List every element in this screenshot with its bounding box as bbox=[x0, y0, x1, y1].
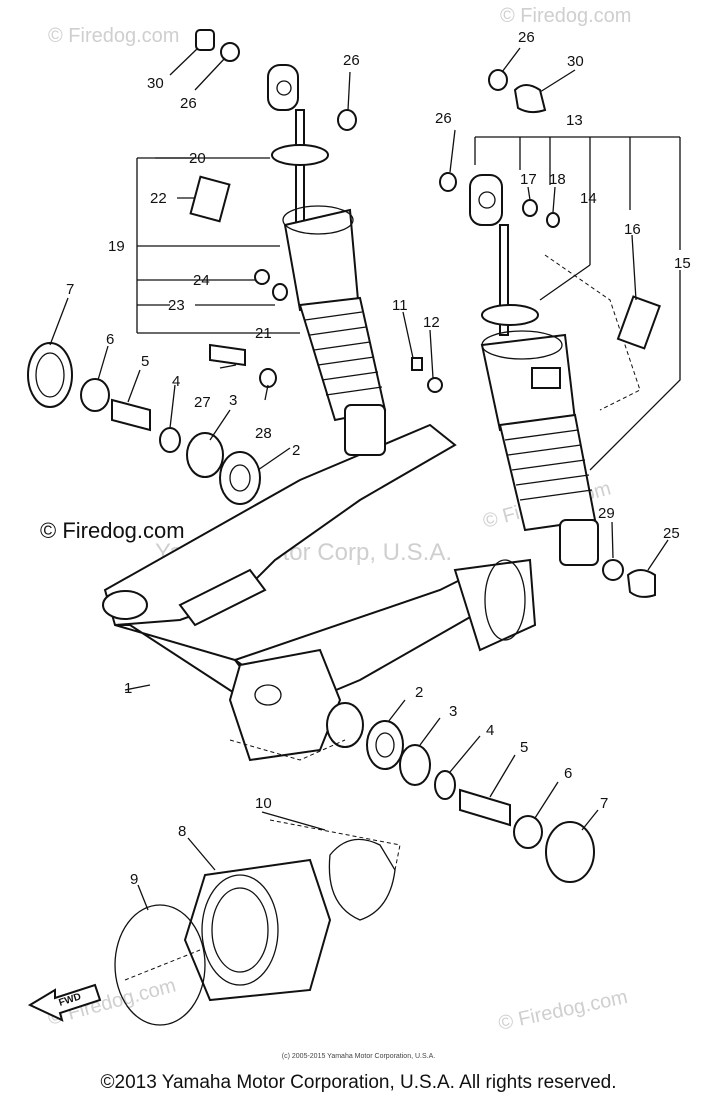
right-shock-absorber bbox=[469, 174, 641, 566]
callout-1: 1 bbox=[124, 680, 132, 697]
callout-4: 4 bbox=[486, 722, 494, 739]
leader-lines bbox=[49, 47, 669, 911]
callout-6: 6 bbox=[564, 765, 572, 782]
callout-13: 13 bbox=[566, 112, 583, 129]
watermark-top-left: © Firedog.com bbox=[48, 25, 179, 47]
callout-28: 28 bbox=[255, 425, 272, 442]
callouts: 30 26 26 20 22 19 24 23 21 7 6 5 4 3 2 2… bbox=[66, 29, 691, 888]
swing-arm bbox=[102, 423, 537, 762]
fwd-arrow: FWD bbox=[27, 983, 102, 1022]
callout-2: 2 bbox=[292, 442, 300, 459]
callout-24: 24 bbox=[193, 272, 210, 289]
footer-copyright: ©2013 Yamaha Motor Corporation, U.S.A. A… bbox=[100, 1072, 617, 1093]
callout-15: 15 bbox=[674, 255, 691, 272]
callout-26: 26 bbox=[343, 52, 360, 69]
callout-25: 25 bbox=[663, 525, 680, 542]
drive-housing bbox=[114, 819, 401, 1026]
callout-19: 19 bbox=[108, 238, 125, 255]
callout-26: 26 bbox=[180, 95, 197, 112]
callout-26: 26 bbox=[435, 110, 452, 127]
watermark-bottom-right: © Firedog.com bbox=[496, 986, 629, 1035]
callout-5: 5 bbox=[520, 739, 528, 756]
callout-6: 6 bbox=[106, 331, 114, 348]
callout-16: 16 bbox=[624, 221, 641, 238]
right-axle-parts bbox=[366, 720, 595, 883]
callout-21: 21 bbox=[255, 325, 272, 342]
callout-10: 10 bbox=[255, 795, 272, 812]
left-shock-absorber bbox=[267, 64, 387, 456]
callout-18: 18 bbox=[549, 171, 566, 188]
callout-20: 20 bbox=[189, 150, 206, 167]
callout-27: 27 bbox=[194, 394, 211, 411]
callout-22: 22 bbox=[150, 190, 167, 207]
callout-17: 17 bbox=[520, 171, 537, 188]
callout-12: 12 bbox=[423, 314, 440, 331]
callout-30: 30 bbox=[147, 75, 164, 92]
footer-small-copyright: (c) 2005-2015 Yamaha Motor Corporation, … bbox=[281, 1053, 436, 1060]
fasteners bbox=[189, 29, 661, 598]
callout-30: 30 bbox=[567, 53, 584, 70]
callout-8: 8 bbox=[178, 823, 186, 840]
callout-26: 26 bbox=[518, 29, 535, 46]
callout-7: 7 bbox=[66, 281, 74, 298]
callout-9: 9 bbox=[130, 871, 138, 888]
callout-4: 4 bbox=[172, 373, 180, 390]
callout-11: 11 bbox=[392, 297, 408, 314]
callout-14: 14 bbox=[580, 190, 597, 207]
callout-2: 2 bbox=[415, 684, 423, 701]
group-brackets bbox=[136, 136, 681, 471]
callout-3: 3 bbox=[449, 703, 457, 720]
watermark-top-right: © Firedog.com bbox=[500, 5, 631, 27]
left-axle-parts bbox=[27, 342, 277, 505]
callout-23: 23 bbox=[168, 297, 185, 314]
callout-29: 29 bbox=[598, 505, 615, 522]
watermark-left-dark: © Firedog.com bbox=[40, 518, 185, 543]
callout-7: 7 bbox=[600, 795, 608, 812]
callout-3: 3 bbox=[229, 392, 237, 409]
callout-5: 5 bbox=[141, 353, 149, 370]
